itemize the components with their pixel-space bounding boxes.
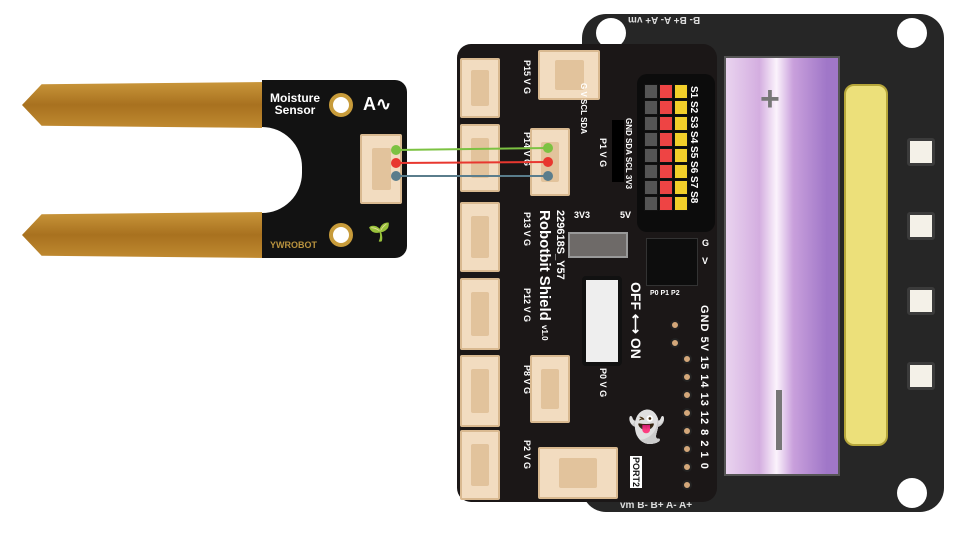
- power-switch[interactable]: [582, 276, 622, 366]
- servo-pin: [674, 148, 688, 163]
- power-select-switch[interactable]: [568, 232, 628, 258]
- port2-label: PORT2: [630, 456, 642, 489]
- servo-pin: [674, 132, 688, 147]
- port-p15: [460, 58, 500, 118]
- mount-hole: [329, 93, 353, 117]
- switch-label: OFF ⟷ ON: [628, 282, 644, 359]
- edge-pin: [670, 338, 680, 348]
- wire-vcc: [395, 161, 549, 164]
- port-p0: [530, 355, 570, 423]
- servo-pin: [659, 84, 673, 99]
- mount-hole: [329, 223, 353, 247]
- p-labels: P0 P1 P2: [650, 290, 680, 297]
- power-3v3-label: 3V3: [574, 210, 591, 220]
- servo-pin: [644, 100, 658, 115]
- wire-end: [543, 171, 553, 181]
- sensor-probe-bottom: [22, 212, 267, 258]
- wire-end: [543, 143, 553, 153]
- edge-pin: [682, 354, 692, 364]
- mount-hole: [897, 478, 927, 508]
- servo-pin: [674, 164, 688, 179]
- port-p13: [460, 202, 500, 272]
- board-button[interactable]: [907, 212, 935, 240]
- mount-hole: [897, 18, 927, 48]
- port-p14: [460, 124, 500, 192]
- edge-pin: [682, 390, 692, 400]
- port-label: P8 V G: [522, 365, 532, 395]
- port-label: P15 V G: [522, 60, 532, 95]
- motor-label-bottom: vm B- B+ A- A+: [620, 500, 693, 511]
- i2c-port: [538, 50, 600, 100]
- wire-end: [543, 157, 553, 167]
- servo-pin: [644, 180, 658, 195]
- servo-pin: [644, 84, 658, 99]
- ghost-logo-icon: 👻: [628, 411, 666, 444]
- servo-pin: [659, 164, 673, 179]
- sensor-connector: [360, 134, 402, 204]
- board-button[interactable]: [907, 287, 935, 315]
- port-label: P2 V G: [522, 440, 532, 470]
- edge-pin-labels: GND 5V 15 14 13 12 8 2 1 0: [698, 305, 710, 470]
- port-label: P13 V G: [522, 212, 532, 247]
- servo-pin: [659, 116, 673, 131]
- port-p12: [460, 278, 500, 350]
- wire-end: [391, 145, 401, 155]
- port-p1-label: P1 V G: [598, 138, 608, 168]
- battery: [724, 56, 840, 476]
- port-label: P12 V G: [522, 288, 532, 323]
- servo-pin: [659, 196, 673, 211]
- servo-pin: [659, 132, 673, 147]
- servo-pin: [644, 132, 658, 147]
- power-5v-label: 5V: [620, 210, 632, 220]
- servo-pin: [644, 164, 658, 179]
- port2-connector: [538, 447, 618, 499]
- servo-pin: [674, 84, 688, 99]
- plant-water-icon: 🌱: [368, 222, 391, 242]
- servo-pin: [644, 116, 658, 131]
- shield-serial: 229618S_Y57: [554, 210, 566, 280]
- edge-pin: [682, 480, 692, 490]
- sensor-probe-top: [22, 82, 267, 128]
- battery-plus-icon: +: [760, 80, 780, 118]
- shield-name: Robotbit Shield v1.0: [536, 210, 553, 341]
- microbit: [844, 84, 888, 446]
- servo-pin: [674, 196, 688, 211]
- edge-pin: [682, 462, 692, 472]
- port-p2: [460, 430, 500, 500]
- wire-signal: [395, 147, 549, 151]
- servo-pin: [674, 100, 688, 115]
- servo-pin: [644, 196, 658, 211]
- servo-pin: [659, 100, 673, 115]
- i2c-header: [612, 120, 624, 182]
- edge-pin: [670, 320, 680, 330]
- edge-pin: [682, 444, 692, 454]
- board-button[interactable]: [907, 138, 935, 166]
- port-p8: [460, 355, 500, 427]
- servo-pin: [659, 148, 673, 163]
- servo-pin: [644, 148, 658, 163]
- analog-icon: A∿: [363, 94, 392, 114]
- edge-pin: [682, 372, 692, 382]
- v-label: V: [702, 256, 709, 266]
- g-label: G: [702, 238, 710, 248]
- wire-end: [391, 158, 401, 168]
- edge-pin: [682, 426, 692, 436]
- servo-labels: S1 S2 S3 S4 S5 S6 S7 S8: [688, 86, 699, 204]
- wire-end: [391, 171, 401, 181]
- port-p0-label: P0 V G: [598, 368, 608, 398]
- battery-minus-icon: [776, 390, 782, 450]
- gv-header: [646, 238, 698, 286]
- mount-hole: [596, 18, 626, 48]
- brand-logo: YWROBOT: [270, 240, 317, 250]
- servo-pin: [674, 116, 688, 131]
- board-button[interactable]: [907, 362, 935, 390]
- edge-pin: [682, 408, 692, 418]
- i2c-header-label: GND SDA SCL 3V3: [624, 118, 633, 190]
- servo-pin: [659, 180, 673, 195]
- servo-pin: [674, 180, 688, 195]
